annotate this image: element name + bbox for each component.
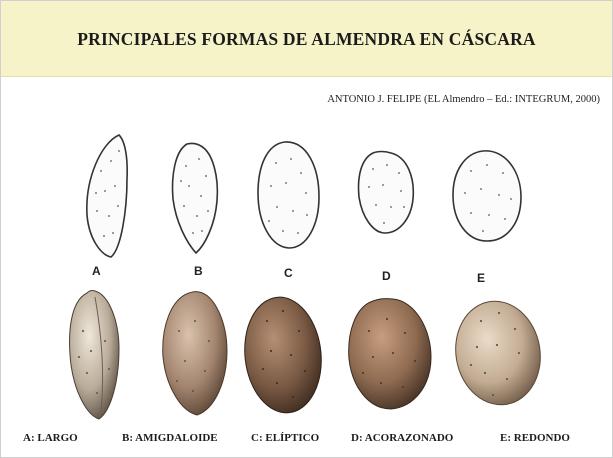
drawing-letter-e: E (477, 271, 485, 285)
caption-largo: A: LARGO (23, 432, 78, 444)
caption-row: A: LARGO B: AMIGDALOIDE C: ELÍPTICO D: A… (1, 432, 612, 450)
drawing-a (87, 135, 127, 257)
drawing-letter-a: A (92, 264, 101, 278)
photo-b-amigdaloide (163, 292, 227, 415)
drawing-letter-d: D (382, 269, 391, 283)
drawing-letter-b: B (194, 264, 203, 278)
photo-d-acorazonado (349, 299, 431, 409)
drawing-c (258, 142, 319, 248)
photo-a-largo (70, 291, 119, 419)
drawing-d (359, 152, 414, 234)
caption-acorazonado: D: ACORAZONADO (351, 432, 453, 444)
caption-amigdaloide: B: AMIGDALOIDE (122, 432, 218, 444)
drawing-e (453, 151, 521, 241)
photo-e-redondo (448, 294, 549, 411)
drawing-letter-c: C (284, 266, 293, 280)
photo-c-eliptico (239, 293, 327, 416)
drawing-b (173, 143, 218, 253)
caption-redondo: E: REDONDO (500, 432, 570, 444)
caption-eliptico: C: ELÍPTICO (251, 432, 319, 444)
